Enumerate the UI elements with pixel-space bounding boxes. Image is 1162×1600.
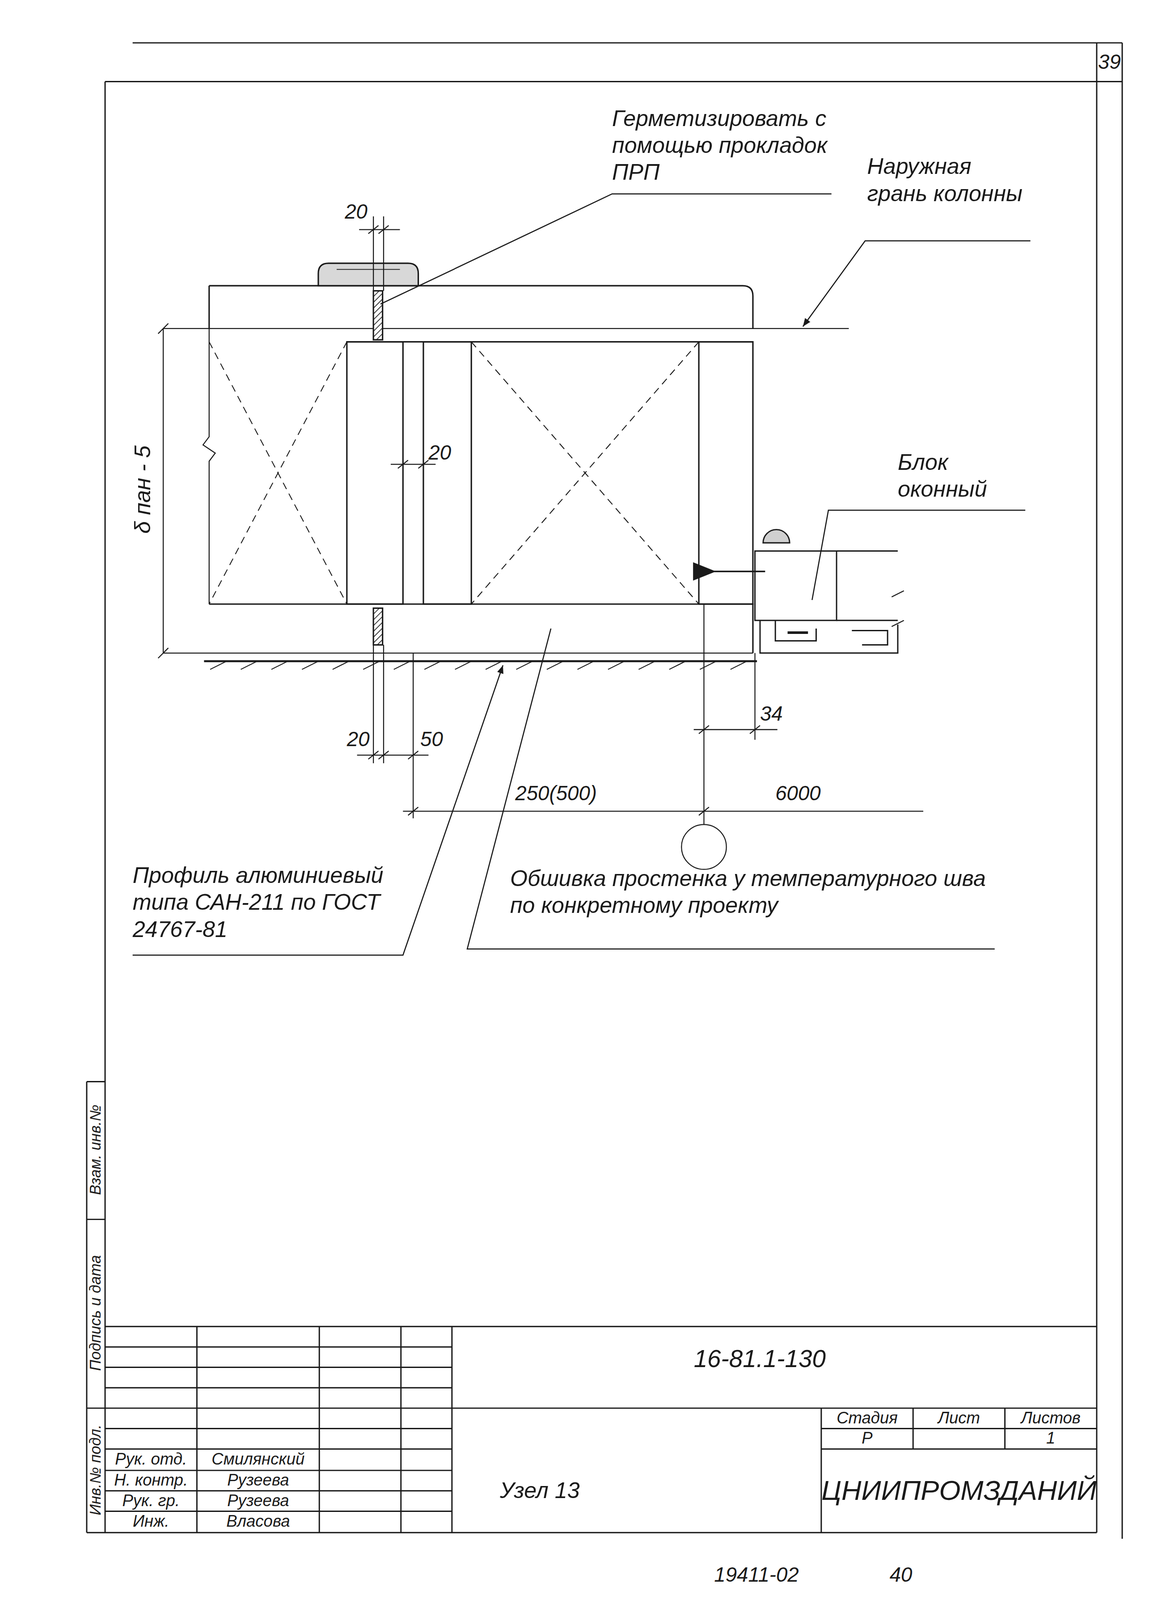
table-cell: Стадия	[821, 1407, 913, 1429]
table-cell: Н. контр.	[105, 1470, 197, 1491]
table-cell: Власова	[196, 1510, 320, 1533]
table-cell: 1	[1005, 1428, 1097, 1450]
organization-name: ЦНИИПРОМЗДАНИЙ	[821, 1448, 1097, 1533]
joint-section	[163, 263, 849, 670]
table-cell: Листов	[1005, 1407, 1097, 1429]
dimension: 6000	[775, 781, 821, 807]
table-cell: Рук. гр.	[105, 1490, 197, 1512]
table-cell: Р	[821, 1428, 913, 1450]
page-number: 40	[889, 1563, 913, 1588]
dimension: 250(500)	[515, 781, 597, 807]
dimension: δ пан - 5	[129, 445, 157, 535]
document-code: 16-81.1-130	[693, 1344, 949, 1374]
table-cell: Смилянский	[196, 1448, 320, 1471]
dimension: 20	[428, 440, 452, 466]
stamp-field: Подпись и дата	[86, 1254, 106, 1371]
column-face-note: Наружная грань колонны	[867, 152, 1031, 207]
seal-note: Герметизировать с помощью прокладок ПРП	[612, 105, 832, 186]
table-cell: Инж.	[105, 1510, 197, 1533]
sheet-frame	[86, 42, 1123, 1539]
cladding-note: Обшивка простенка у температурного шва п…	[510, 865, 990, 919]
dimension: 34	[760, 701, 783, 727]
dimension-lines	[158, 216, 924, 870]
profile-note: Профиль алюминиевый типа САН-211 по ГОСТ…	[132, 861, 404, 943]
archive-number: 19411-02	[714, 1563, 847, 1588]
window-block	[693, 529, 905, 654]
dimension: 20	[346, 727, 370, 753]
dimension: 50	[420, 727, 444, 753]
sheet-number: 39	[1096, 42, 1123, 82]
leader-lines	[132, 194, 1031, 956]
dimension: 20	[344, 199, 368, 225]
table-cell: Лист	[912, 1407, 1005, 1429]
table-cell: Рузеева	[196, 1470, 320, 1491]
table-cell: Рузеева	[196, 1490, 320, 1512]
stamp-field: Инв.№ подл.	[86, 1424, 106, 1516]
stamp-field: Взам. инв.№	[86, 1104, 106, 1196]
window-note: Блок оконный	[897, 448, 1031, 503]
sheet-title: Узел 13	[499, 1477, 704, 1505]
table-cell: Рук. отд.	[105, 1448, 197, 1471]
